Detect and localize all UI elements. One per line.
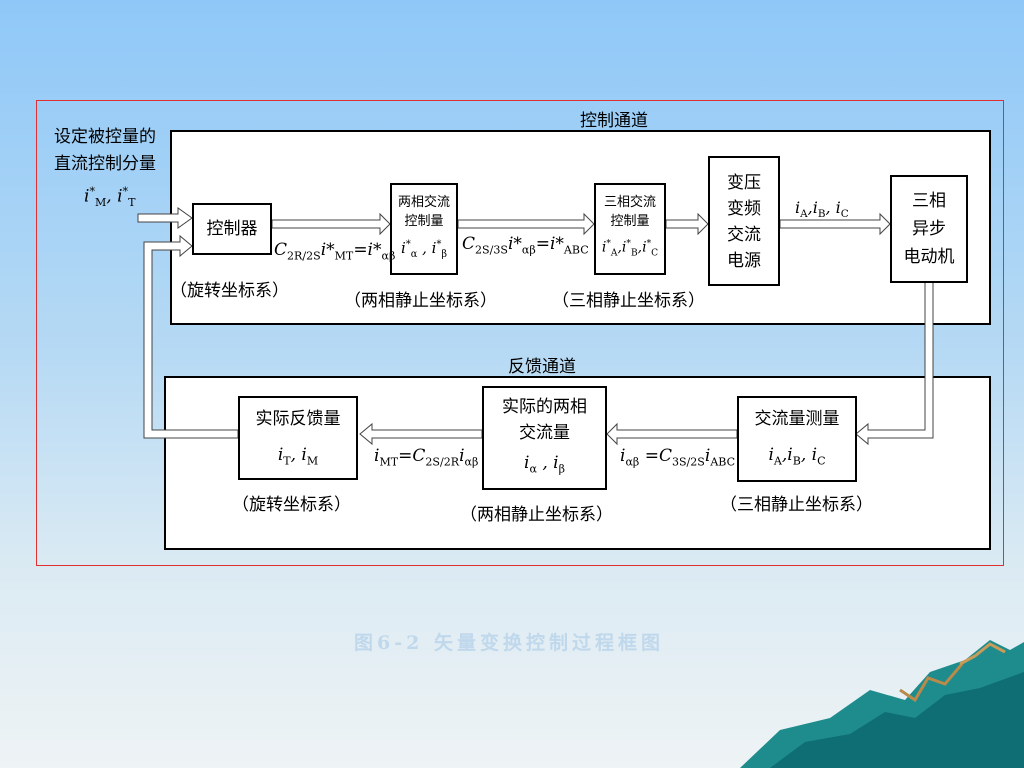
three-phase-command-line1: 三相交流	[603, 195, 656, 210]
stator-current-formula: iA,iB, iC	[795, 198, 849, 221]
diagram-frame	[36, 100, 1004, 566]
three-static-frame-label-bottom: （三相静止坐标系）	[720, 495, 873, 515]
controller-block: 控制器	[192, 203, 272, 255]
measurement-block: 交流量测量 iA,iB, iC	[737, 396, 857, 482]
inverter-line3: 交流	[727, 225, 761, 245]
actual-feedback-block: 实际反馈量 iT, iM	[238, 396, 358, 480]
transform-3s-2s-formula: iαβ =C3S/2SiABC	[620, 446, 736, 469]
control-channel-label: 控制通道	[580, 111, 648, 131]
inverter-block: 变压 变频 交流 电源	[708, 156, 780, 286]
two-phase-command-line1: 两相交流	[397, 195, 450, 210]
measurement-formula: iA,iB, iC	[768, 445, 826, 468]
rotating-frame-label-top: （旋转坐标系）	[170, 281, 289, 301]
three-static-frame-label-top: （三相静止坐标系）	[552, 291, 705, 311]
two-phase-command-line2: 控制量	[404, 214, 444, 229]
setpoint-note-line1: 设定被控量的	[54, 127, 156, 147]
two-phase-command-formula: i*α , i*β	[401, 239, 447, 260]
three-phase-command-block: 三相交流 控制量 i*A,i*B,i*C	[594, 183, 666, 275]
two-static-frame-label-top: （两相静止坐标系）	[344, 291, 497, 311]
actual-two-phase-block: 实际的两相 交流量 iα , iβ	[482, 386, 607, 490]
motor-line1: 三相	[912, 191, 946, 211]
motor-line2: 异步	[912, 219, 946, 239]
transform-2r-2s-formula: C2R/2Si*MT=i*αβ	[274, 240, 396, 263]
inverter-line4: 电源	[727, 251, 761, 271]
two-static-frame-label-bottom: （两相静止坐标系）	[460, 505, 613, 525]
controller-label: 控制器	[206, 219, 258, 239]
transform-2s-2r-formula: iMT=C2S/2Riαβ	[374, 446, 479, 469]
inverter-line1: 变压	[727, 173, 761, 193]
measurement-label: 交流量测量	[754, 409, 840, 429]
motor-line3: 电动机	[903, 247, 955, 267]
three-phase-command-formula: i*A,i*B,i*C	[601, 239, 659, 259]
two-phase-command-block: 两相交流 控制量 i*α , i*β	[390, 183, 458, 275]
actual-two-phase-formula: iα , iβ	[524, 453, 565, 476]
feedback-channel-label: 反馈通道	[508, 357, 576, 377]
actual-feedback-formula: iT, iM	[277, 445, 319, 468]
three-phase-command-line2: 控制量	[610, 214, 650, 229]
transform-2s-3s-formula: C2S/3Si*αβ=i*ABC	[462, 234, 589, 257]
setpoint-note-line2: 直流控制分量	[54, 154, 156, 174]
setpoint-formula: i*M, i*T	[84, 185, 136, 210]
motor-block: 三相 异步 电动机	[890, 175, 968, 283]
actual-two-phase-line2: 交流量	[519, 423, 570, 443]
inverter-line2: 变频	[727, 199, 761, 219]
actual-feedback-label: 实际反馈量	[255, 409, 341, 429]
actual-two-phase-line1: 实际的两相	[502, 397, 587, 417]
rotating-frame-label-bottom: （旋转坐标系）	[232, 495, 351, 515]
figure-caption: 图6-2 矢量变换控制过程框图	[354, 632, 664, 654]
